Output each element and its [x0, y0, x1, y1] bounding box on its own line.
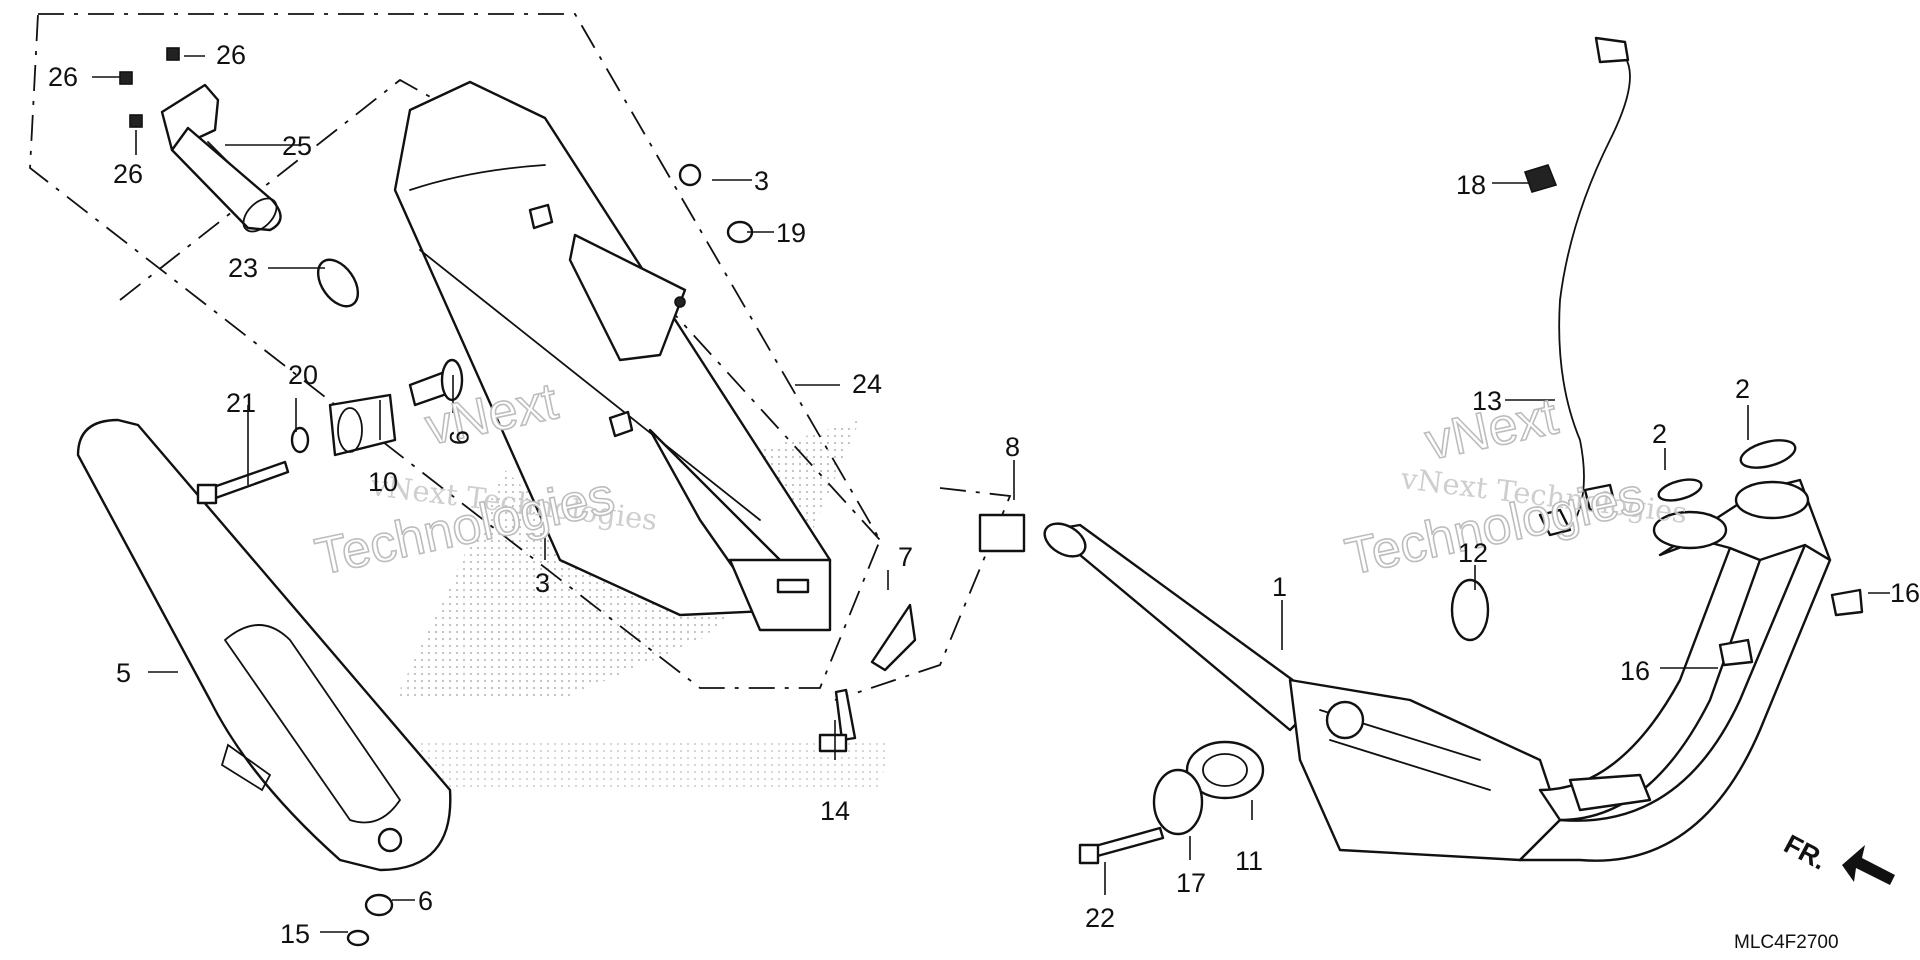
- muffler-body: [393, 80, 832, 632]
- leader-lines: [92, 55, 1890, 933]
- callout-10: 10: [368, 467, 398, 497]
- callout-24: 24: [852, 369, 882, 399]
- front-direction-indicator: FR.: [1779, 829, 1895, 885]
- watermark-right: vNext vNext Technologies Technologies: [1340, 386, 1690, 587]
- callout-25: 25: [282, 131, 312, 161]
- callout-6: 6: [418, 886, 433, 916]
- mounting-hardware: [196, 163, 1026, 947]
- callout-12: 12: [1458, 538, 1488, 568]
- callout-26: 26: [113, 159, 143, 189]
- muffler-protector: [76, 418, 452, 872]
- callout-9: 9: [444, 430, 474, 445]
- callout-16: 16: [1620, 656, 1650, 686]
- gaskets-and-nuts: [1657, 439, 1864, 667]
- oxygen-sensor: [1523, 36, 1631, 537]
- diagram-reference-code: MLC4F2700: [1734, 932, 1839, 953]
- callout-2: 2: [1652, 419, 1667, 449]
- pipe-link-outline: [834, 487, 1012, 701]
- callout-19: 19: [776, 218, 806, 248]
- callout-2: 2: [1735, 374, 1750, 404]
- callout-17: 17: [1176, 868, 1206, 898]
- callout-5: 5: [116, 658, 131, 688]
- callout-26: 26: [48, 62, 78, 92]
- muffler-inner-outline: [119, 78, 881, 541]
- callout-18: 18: [1456, 170, 1486, 200]
- callout-21: 21: [226, 388, 256, 418]
- exhaust-pipe: [1043, 478, 1832, 862]
- callout-3: 3: [535, 568, 550, 598]
- bolt-set: [119, 47, 180, 128]
- callout-3: 3: [754, 166, 769, 196]
- lower-hardware: [1078, 578, 1490, 865]
- callout-23: 23: [228, 253, 258, 283]
- muffler-group-outline: [29, 13, 881, 689]
- front-label: FR.: [1779, 829, 1831, 876]
- callout-16: 16: [1890, 578, 1920, 608]
- callout-7: 7: [898, 542, 913, 572]
- front-arrow-icon: [1842, 845, 1895, 885]
- callout-20: 20: [288, 360, 318, 390]
- part-callouts: 1 2 2 3 3 5 6 7 8 9 10 11 12 13 14 15 16…: [48, 40, 1920, 949]
- callout-1: 1: [1272, 572, 1287, 602]
- callout-13: 13: [1472, 386, 1502, 416]
- callout-8: 8: [1005, 432, 1020, 462]
- callout-26: 26: [216, 40, 246, 70]
- callout-14: 14: [820, 796, 850, 826]
- callout-11: 11: [1235, 846, 1263, 876]
- callout-22: 22: [1085, 903, 1115, 933]
- callout-15: 15: [280, 919, 310, 949]
- joint-pipe: [160, 83, 360, 308]
